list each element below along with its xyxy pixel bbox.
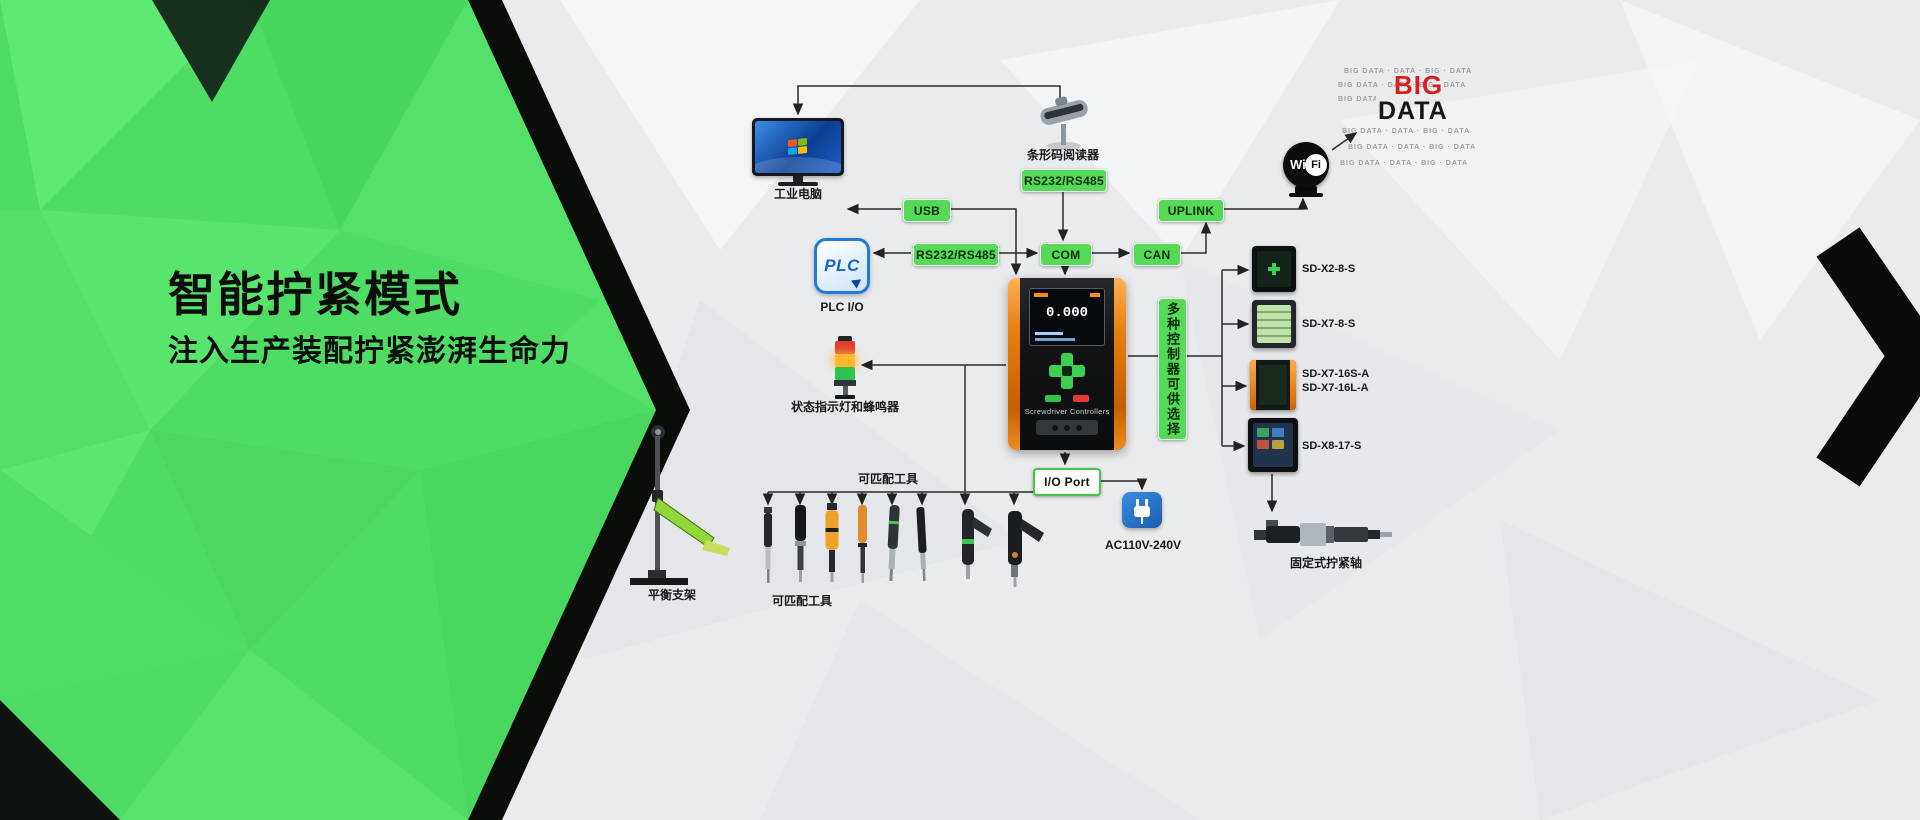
big-data-cloud: BIG DATA · DATA · BIG · DATA BIG · DATA … bbox=[1338, 66, 1476, 178]
controller-option-3 bbox=[1250, 360, 1296, 410]
fixed-axis-label: 固定式拧紧轴 bbox=[1289, 556, 1362, 570]
controller-option-1 bbox=[1252, 246, 1296, 292]
wifi-stand bbox=[1295, 186, 1317, 194]
cursor-icon bbox=[850, 275, 865, 289]
screwdriver-controller: 0.000 Screwdriver Controllers bbox=[1008, 278, 1126, 450]
reset-button bbox=[1073, 395, 1089, 402]
tower-cap bbox=[838, 336, 852, 341]
plc-text: PLC bbox=[824, 256, 860, 275]
monitor-base bbox=[778, 182, 818, 186]
tools-label-top: 可匹配工具 bbox=[857, 472, 918, 486]
wifi-fi-bubble: Fi bbox=[1305, 154, 1327, 176]
barcode-reader-label: 条形码阅读器 bbox=[1026, 148, 1099, 162]
controller-option-4 bbox=[1248, 418, 1298, 472]
multi-controller-label: 多种控制器可供选择 bbox=[1158, 298, 1187, 440]
model-label-1: SD-X2-8-S bbox=[1302, 263, 1356, 275]
model-label-3a: SD-X7-16S-A bbox=[1302, 368, 1370, 380]
controller-body: 0.000 Screwdriver Controllers bbox=[1020, 278, 1114, 450]
tower-foot bbox=[835, 395, 855, 399]
tower-red-light bbox=[835, 341, 855, 354]
ok-button bbox=[1045, 395, 1061, 402]
controller-dpad bbox=[1049, 353, 1085, 389]
plc-icon: PLC bbox=[814, 238, 870, 294]
hero-title: 智能拧紧模式 bbox=[168, 268, 462, 321]
tower-green-light bbox=[835, 367, 855, 380]
pc-monitor bbox=[752, 118, 844, 176]
big-text: BIG bbox=[1394, 70, 1444, 100]
cloud-texture-1: BIG DATA · DATA · BIG · DATA BIG · DATA … bbox=[1344, 68, 1472, 75]
barcode-scanner bbox=[1040, 96, 1088, 150]
controller-screen: 0.000 bbox=[1029, 288, 1105, 346]
cloud-texture-4: BIG DATA · DATA · BIG · DATA BIG · DATA … bbox=[1342, 128, 1470, 135]
chip-rs232: RS232/RS485 bbox=[913, 243, 999, 266]
model-label-3b: SD-X7-16L-A bbox=[1302, 382, 1369, 394]
ac-power-label: AC110V-240V bbox=[1104, 538, 1182, 552]
chip-com: COM bbox=[1040, 243, 1092, 266]
model-label-2: SD-X7-8-S bbox=[1302, 318, 1356, 330]
fixed-axis bbox=[1254, 520, 1392, 546]
chip-io-port: I/O Port bbox=[1033, 468, 1101, 496]
compatible-tools bbox=[764, 503, 1044, 587]
controller-brand: Screwdriver Controllers bbox=[1024, 407, 1110, 416]
screen-row1 bbox=[1035, 332, 1063, 335]
chip-scanner-rs232: RS232/RS485 bbox=[1021, 169, 1107, 192]
tower-pole bbox=[842, 386, 848, 395]
chip-uplink: UPLINK bbox=[1158, 199, 1224, 222]
cloud-texture-2: BIG DATA · DATA · BIG · DATA BIG · DATA … bbox=[1338, 82, 1466, 89]
plc-io-label: PLC I/O bbox=[820, 300, 864, 314]
screen-status-right bbox=[1090, 293, 1100, 297]
balance-stand bbox=[630, 425, 730, 585]
wifi-wi-text: Wi bbox=[1290, 157, 1306, 172]
wifi-icon: Wi Fi bbox=[1283, 142, 1329, 188]
pc-screen bbox=[755, 121, 841, 173]
windows-logo-icon bbox=[788, 138, 808, 156]
chip-can: CAN bbox=[1133, 243, 1181, 266]
screen-status-left bbox=[1034, 293, 1048, 297]
signal-tower bbox=[832, 336, 858, 399]
industrial-pc bbox=[752, 118, 844, 188]
torque-reading: 0.000 bbox=[1045, 305, 1088, 321]
screen-row2 bbox=[1035, 338, 1075, 341]
status-tower-label: 状态指示灯和蜂鸣器 bbox=[790, 400, 899, 414]
ac-power-icon bbox=[1122, 492, 1162, 528]
tower-amber-light bbox=[835, 354, 855, 367]
controller-left-panel bbox=[1008, 278, 1020, 450]
wifi-hub: Wi Fi bbox=[1278, 142, 1334, 198]
controller-buttons bbox=[1045, 395, 1089, 402]
tools-label-bottom: 可匹配工具 bbox=[771, 594, 832, 608]
controller-connector bbox=[1036, 420, 1098, 435]
monitor-neck bbox=[793, 176, 803, 182]
hero-subtitle: 注入生产装配拧紧澎湃生命力 bbox=[168, 335, 571, 368]
cloud-texture-3: BIG DATA · DATA · BIG · DATA BIG · DATA … bbox=[1338, 96, 1376, 103]
chip-usb: USB bbox=[903, 199, 951, 222]
data-text: DATA bbox=[1378, 97, 1448, 125]
model-label-4: SD-X8-17-S bbox=[1302, 440, 1362, 452]
industrial-pc-label: 工业电脑 bbox=[773, 187, 822, 201]
wifi-stand-base bbox=[1289, 193, 1323, 197]
cloud-texture-6: BIG DATA · DATA · BIG · DATA BIG · DATA … bbox=[1340, 160, 1468, 167]
cloud-texture-5: BIG DATA · DATA · BIG · DATA BIG · DATA … bbox=[1348, 144, 1476, 151]
balance-stand-label: 平衡支架 bbox=[647, 588, 696, 602]
tower-body bbox=[834, 380, 856, 386]
controller-option-2 bbox=[1252, 300, 1296, 348]
controller-right-panel bbox=[1114, 278, 1126, 450]
